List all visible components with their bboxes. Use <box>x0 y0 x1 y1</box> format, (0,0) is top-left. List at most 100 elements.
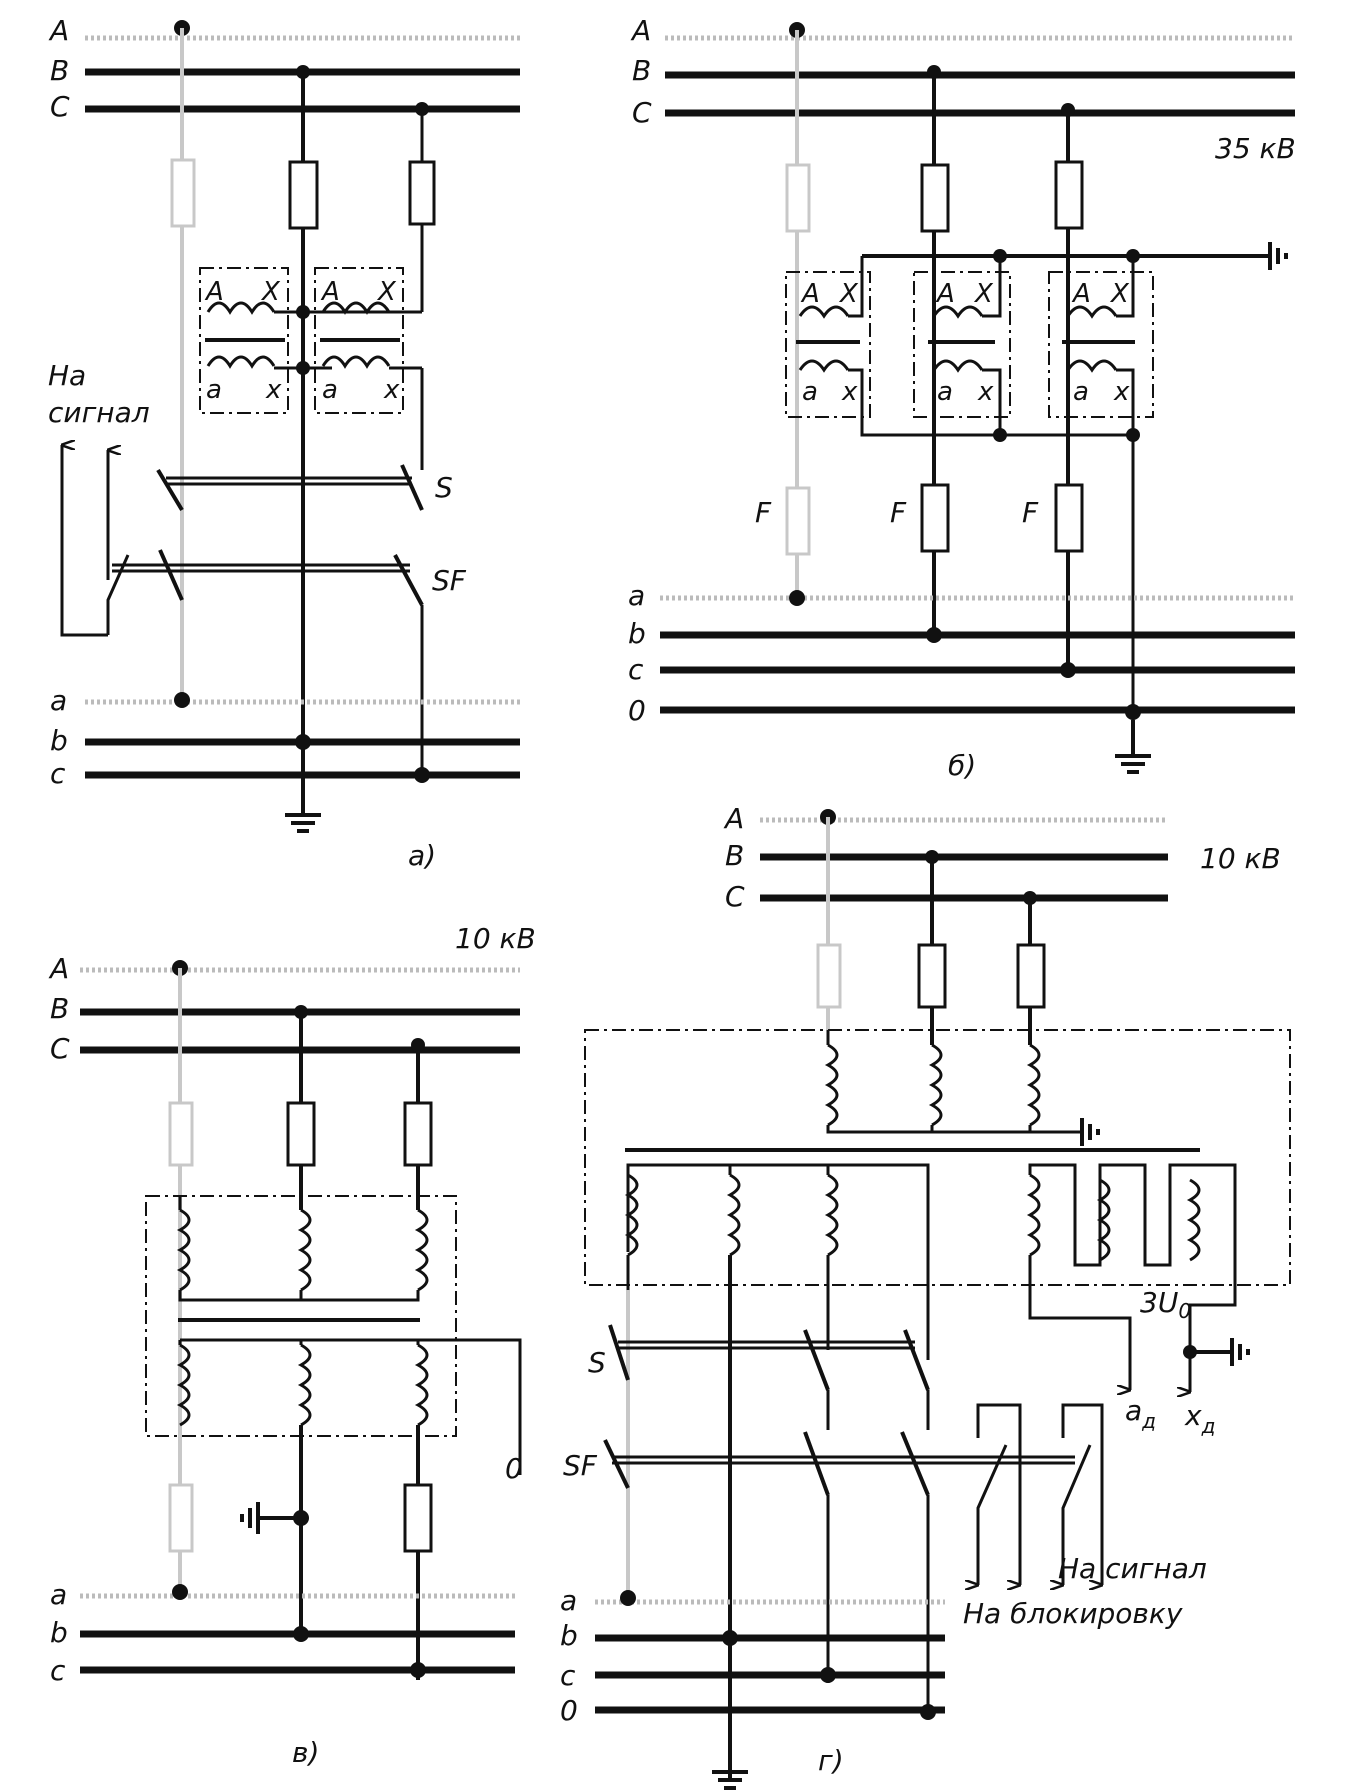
fuse-phase-c <box>1054 160 1084 230</box>
winding-label: X <box>260 277 281 307</box>
fuse-lv-c <box>403 1483 433 1553</box>
node-dot <box>789 590 805 606</box>
primary-coil <box>824 1043 839 1127</box>
ground-icon <box>1115 754 1151 774</box>
block-arrow-1 <box>978 1444 1008 1585</box>
winding-label: x <box>977 377 994 407</box>
node-dot <box>296 305 310 319</box>
winding-label: X <box>838 279 859 309</box>
node-dot <box>410 1662 426 1678</box>
winding-label: a <box>802 377 818 407</box>
bus-label-0: 0 <box>628 694 646 727</box>
fuse-label: F <box>1022 496 1039 529</box>
terminal-a-label: aд <box>1125 1394 1156 1433</box>
winding-label: a <box>206 375 222 405</box>
primary-coil <box>321 301 391 315</box>
fuse-phase-a <box>816 943 842 1009</box>
ground-icon <box>285 813 321 833</box>
to-signal-label: На сигнал <box>1058 1552 1207 1585</box>
to-block-label: На блокировку <box>963 1597 1183 1630</box>
delta-coil <box>1186 1178 1201 1262</box>
winding-label: a <box>1073 377 1089 407</box>
fuse-label: F <box>890 496 907 529</box>
caption-g: г) <box>818 1744 844 1777</box>
primary-coil <box>932 305 984 319</box>
vt-frame-1 <box>199 267 289 414</box>
ground-icon <box>1230 1338 1250 1366</box>
node-dot <box>293 1626 309 1642</box>
fuse-phase-b <box>920 163 950 233</box>
bus-label-0: 0 <box>560 1694 578 1727</box>
bus-label-A: A <box>630 14 651 47</box>
bus-label-B: B <box>725 839 744 872</box>
caption-v: в) <box>292 1736 319 1769</box>
node-dot <box>620 1590 636 1606</box>
bus-label-a: a <box>50 1578 67 1611</box>
delta-coil <box>1096 1178 1111 1262</box>
bus-label-C: C <box>50 1032 70 1065</box>
signal-arrow-1 <box>60 445 108 637</box>
winding-label: x <box>841 377 858 407</box>
primary-coil <box>798 305 850 319</box>
fuse-phase-c <box>1016 943 1046 1009</box>
node-dot <box>414 767 430 783</box>
secondary-coil <box>206 355 276 369</box>
bus-label-b: b <box>628 617 646 650</box>
caption-b: б) <box>948 749 976 782</box>
neutral-label: 0 <box>505 1452 523 1485</box>
winding-label: X <box>376 277 397 307</box>
signal-label-1: На <box>48 359 86 392</box>
ground-icon <box>1080 1118 1100 1146</box>
bus-label-C: C <box>725 880 745 913</box>
bus-label-b: b <box>50 724 68 757</box>
vt-frame <box>145 1195 457 1437</box>
bus-label-c: c <box>628 653 644 686</box>
caption-a: а) <box>408 839 436 872</box>
primary-coil <box>1066 305 1118 319</box>
node-dot <box>174 692 190 708</box>
node-dot <box>1060 662 1076 678</box>
switch-S-label: S <box>588 1346 606 1379</box>
bus-label-b: b <box>560 1619 578 1652</box>
vt-frame-1 <box>785 271 871 418</box>
fuse-phase-c <box>403 1101 433 1167</box>
winding-label: A <box>1071 279 1091 309</box>
vt-frame-2 <box>913 271 1011 418</box>
winding-label: x <box>383 375 400 405</box>
bus-label-c: c <box>50 1654 66 1687</box>
panel-g: A B C 10 кВ <box>560 802 1291 1790</box>
open-delta-label: 3U0 <box>1140 1286 1191 1323</box>
winding-label: a <box>937 377 953 407</box>
winding-label: A <box>204 277 224 307</box>
bus-label-A: A <box>723 802 744 835</box>
block-arrow-2 <box>976 1403 1022 1585</box>
primary-coil <box>297 1208 312 1292</box>
bus-label-b: b <box>50 1616 68 1649</box>
terminal-arrow-a <box>1028 1255 1132 1390</box>
delta-coil <box>1026 1173 1041 1257</box>
bus-label-a: a <box>50 684 67 717</box>
ground-icon <box>712 1770 748 1790</box>
secondary-coil <box>1066 359 1118 373</box>
bus-label-C: C <box>50 90 70 123</box>
secondary-coil <box>321 355 391 369</box>
winding-label: x <box>1113 377 1130 407</box>
node-dot <box>722 1630 738 1646</box>
node-dot <box>1126 428 1140 442</box>
panel-v: 10 кВ A B C 0 <box>48 922 536 1769</box>
voltage-label: 35 кВ <box>1215 132 1296 165</box>
panel-a: A B C A X A X a x a x <box>48 14 520 872</box>
bus-label-B: B <box>632 54 651 87</box>
node-dot <box>172 1584 188 1600</box>
vt-frame-2 <box>314 267 404 414</box>
signal-arrow-1 <box>1063 1444 1092 1585</box>
panel-b: A B C 35 кВ A X A X A X a <box>628 14 1296 782</box>
bus-label-A: A <box>48 952 69 985</box>
fuse-lv-a <box>785 486 811 556</box>
bus-label-C: C <box>632 96 652 129</box>
bus-label-a: a <box>560 1584 577 1617</box>
bus-label-c: c <box>560 1659 576 1692</box>
winding-label: A <box>320 277 340 307</box>
signal-contact <box>106 554 130 635</box>
